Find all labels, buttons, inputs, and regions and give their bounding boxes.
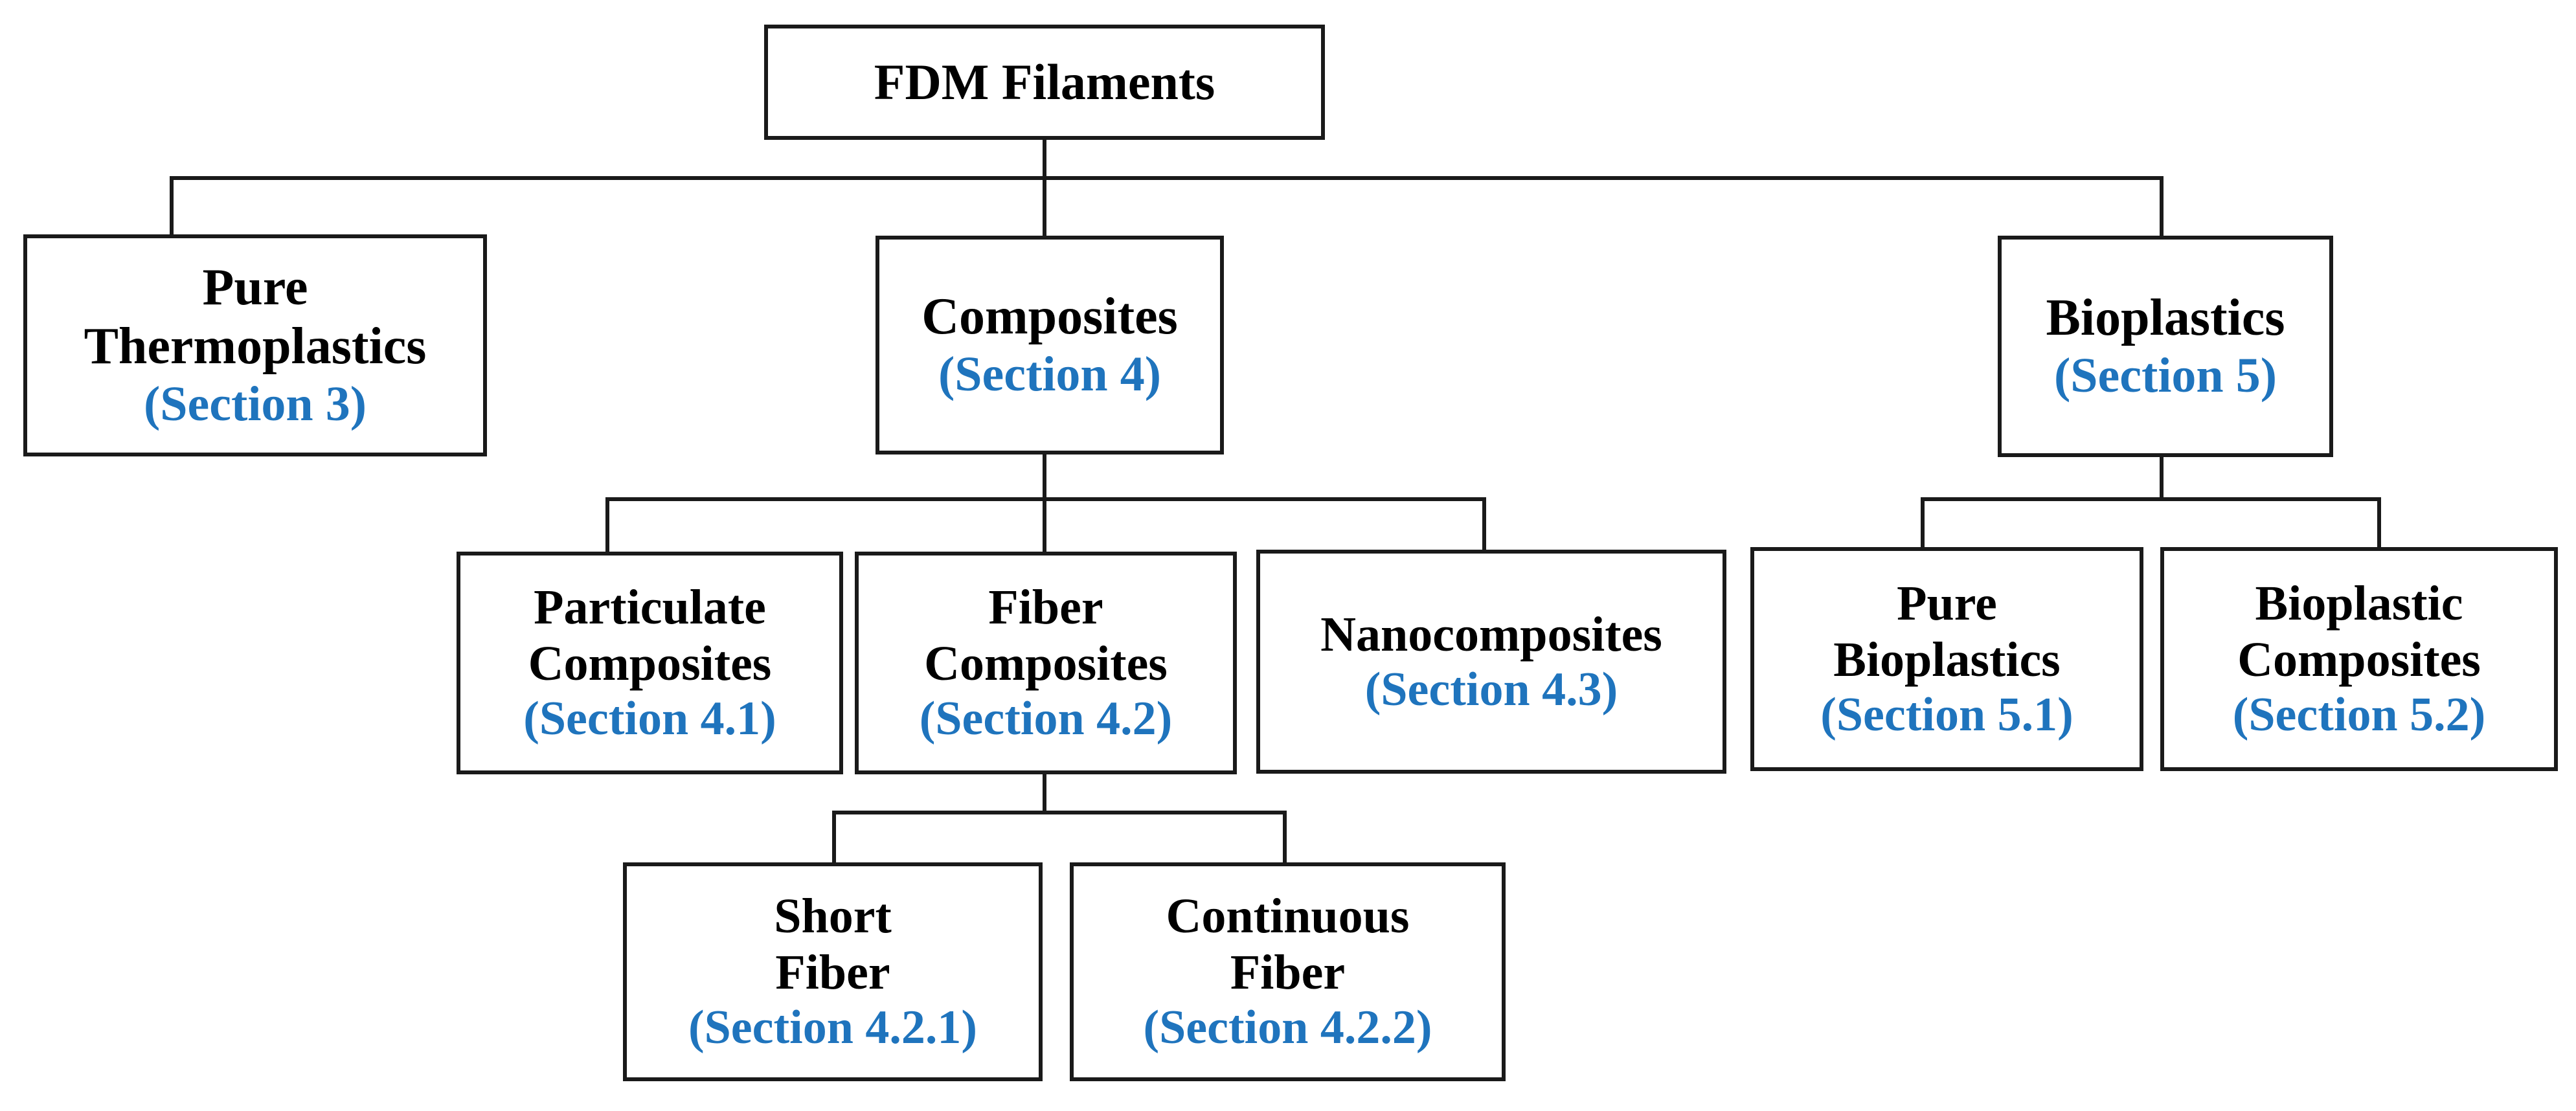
node-continuous-fiber[interactable]: Continuous Fiber (Section 4.2.2) [1070,862,1506,1081]
node-title: Pure Bioplastics [1833,576,2061,687]
node-title: Composites [921,288,1178,346]
edge-drop-pure-thermoplastics [170,176,174,236]
node-section-label: (Section 5.2) [2232,688,2486,742]
edge-drop-fiber-composites [1043,497,1046,554]
edge-fiber-composites-stem [1043,772,1046,814]
node-title: Short Fiber [774,889,892,1000]
node-bioplastics[interactable]: Bioplastics (Section 5) [1998,236,2333,457]
node-section-label: (Section 4.2.1) [688,1001,977,1055]
node-section-label: (Section 5) [2053,348,2277,403]
node-section-label: (Section 4.2) [919,692,1173,746]
node-section-label: (Section 4.2.2) [1143,1001,1432,1055]
node-title: Bioplastics [2046,289,2285,347]
edge-fiber-composites-bus [832,811,1287,814]
edge-drop-bioplastic-composites [2377,497,2381,550]
edge-composites-stem [1043,453,1046,501]
node-fiber-composites[interactable]: Fiber Composites (Section 4.2) [855,552,1237,774]
node-nanocomposites[interactable]: Nanocomposites (Section 4.3) [1256,550,1726,774]
edge-drop-short-fiber [832,811,836,864]
node-title: Continuous Fiber [1166,889,1410,1000]
edge-drop-particulate-composites [605,497,609,554]
node-title: Pure Thermoplastics [84,259,427,376]
node-title: FDM Filaments [874,53,1215,110]
edge-level1-bus [170,176,2164,180]
node-pure-bioplastics[interactable]: Pure Bioplastics (Section 5.1) [1750,547,2143,771]
node-title: Particulate Composites [528,580,772,691]
edge-bioplastics-stem [2160,454,2164,501]
edge-drop-continuous-fiber [1283,811,1287,864]
node-section-label: (Section 4) [938,347,1162,402]
edge-bioplastics-bus [1921,497,2381,501]
node-title: Nanocomposites [1320,607,1662,662]
node-fdm-filaments[interactable]: FDM Filaments [764,25,1325,140]
edge-drop-nanocomposites [1482,497,1486,554]
node-section-label: (Section 3) [143,377,367,432]
edge-root-stem [1043,139,1046,180]
edge-drop-bioplastics [2160,176,2164,236]
node-title: Bioplastic Composites [2237,576,2481,687]
node-section-label: (Section 5.1) [1820,688,2073,742]
node-section-label: (Section 4.1) [523,692,776,746]
node-bioplastic-composites[interactable]: Bioplastic Composites (Section 5.2) [2160,547,2558,771]
node-particulate-composites[interactable]: Particulate Composites (Section 4.1) [457,552,843,774]
node-composites[interactable]: Composites (Section 4) [876,236,1224,454]
edge-drop-pure-bioplastics [1921,497,1925,550]
node-pure-thermoplastics[interactable]: Pure Thermoplastics (Section 3) [23,234,487,456]
edge-drop-composites [1043,176,1046,236]
node-title: Fiber Composites [924,580,1168,691]
node-section-label: (Section 4.3) [1364,663,1618,717]
node-short-fiber[interactable]: Short Fiber (Section 4.2.1) [623,862,1043,1081]
